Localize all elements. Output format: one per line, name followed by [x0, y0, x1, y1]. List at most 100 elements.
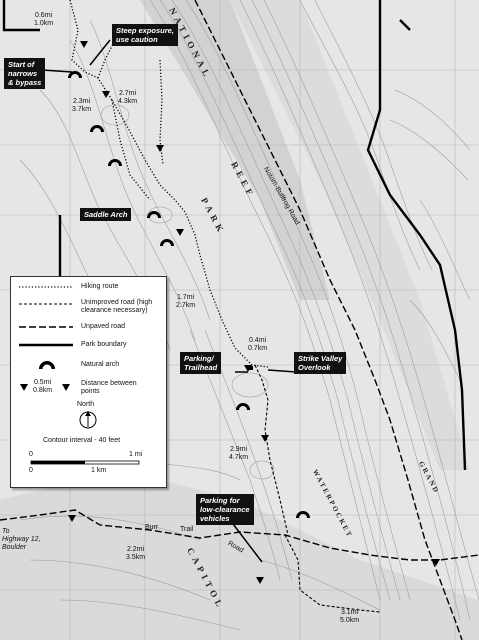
callout-line: Strike Valley — [298, 354, 343, 363]
highway-label: To Highway 12, Boulder — [2, 528, 41, 552]
callout-line: Parking for — [200, 496, 240, 505]
callout-strike-valley-overlook: Strike Valley Overlook — [294, 352, 347, 374]
arch-icon — [90, 125, 104, 132]
distance-label: 2.7mi 4.3km — [118, 90, 137, 106]
distance-label: 0.6mi 1.0km — [34, 12, 53, 28]
callout-line: low-clearance — [200, 505, 250, 514]
distance-label: 1.7mi 2.7km — [176, 294, 195, 310]
legend-label-hiking: Hiking route — [81, 283, 119, 290]
distance-label: 3.1mi 5.0km — [340, 609, 359, 625]
callout-leaders — [41, 39, 297, 563]
callout-line: Trailhead — [184, 363, 218, 372]
callout-parking-trailhead: Parking/ Trailhead — [180, 352, 222, 374]
distance-marker-icon — [80, 41, 88, 48]
scale-bar-fill — [31, 461, 85, 464]
distance-km: 3.5km — [126, 554, 146, 561]
scale-mi-label: 1 mi — [129, 451, 143, 458]
callout-line: Parking/ — [184, 354, 214, 363]
callout-line: Start of — [8, 60, 35, 69]
distance-km: 2.7km — [176, 302, 196, 309]
road-label-trail: Trail — [180, 526, 194, 533]
arch-icon — [236, 403, 250, 410]
callout-line: narrows — [8, 69, 38, 78]
distance-mi: 2.2mi — [126, 546, 145, 553]
distance-mi: 0.6mi — [34, 12, 53, 19]
legend-distance-sample: 0.5mi 0.8km — [33, 379, 52, 395]
legend-label-distance: Distance between points — [81, 380, 137, 395]
highway-label-line: To — [2, 528, 10, 535]
distance-marker-icon — [156, 145, 164, 152]
road-label-burr: Burr — [145, 524, 159, 531]
park-boundary — [2, 0, 467, 471]
highway-label-line: Highway 12, — [2, 536, 41, 543]
distance-label: 2.3mi 3.7km — [72, 98, 91, 114]
legend-distance-km: 0.8km — [33, 387, 53, 394]
scale-zero-km: 0 — [29, 467, 33, 474]
notom-bullfrog-road — [194, 0, 463, 640]
distance-km: 1.0km — [34, 20, 54, 27]
arch-icon — [147, 211, 161, 218]
legend-distance-icon — [20, 384, 28, 391]
legend-distance-mi: 0.5mi — [33, 379, 52, 386]
distance-km: 3.7km — [72, 106, 92, 113]
distance-label: 2.9mi 4.7km — [229, 446, 248, 462]
reef-shading — [140, 0, 330, 300]
callout-line: Saddle Arch — [84, 210, 128, 219]
callout-line: Steep exposure, — [116, 26, 174, 35]
distance-mi: 0.4mi — [248, 337, 267, 344]
callout-line: Overlook — [298, 363, 331, 372]
distance-mi: 1.7mi — [176, 294, 195, 301]
south-shading — [0, 470, 479, 640]
contour-interval-label: Contour interval - 40 feet — [43, 437, 121, 444]
north-label: North — [77, 401, 95, 408]
distance-marker-icon — [102, 91, 110, 98]
distance-marker-icon — [256, 577, 264, 584]
distance-marker-icon — [68, 515, 76, 522]
callout-line: use caution — [116, 35, 158, 44]
legend-label-arch: Natural arch — [81, 361, 120, 368]
hiking-route-main — [69, 0, 269, 368]
arch-icon — [296, 511, 310, 518]
scale-km-label: 1 km — [91, 467, 107, 474]
distance-label: 0.4mi 0.7km — [248, 337, 267, 353]
callout-line: vehicles — [200, 514, 230, 523]
reef-shading-east — [230, 0, 470, 470]
distance-mi: 3.1mi — [340, 609, 359, 616]
natural-arches — [68, 71, 310, 518]
callout-saddle-arch: Saddle Arch — [80, 208, 132, 221]
arch-icon — [68, 71, 82, 78]
legend-symbols — [19, 286, 140, 465]
legend-label-unimproved: Unimproved road (high clearance necessar… — [81, 299, 153, 314]
north-arrow-head — [85, 411, 91, 416]
legend-label-boundary: Park boundary — [81, 341, 127, 348]
legend-label-unpaved: Unpaved road — [81, 323, 125, 330]
callout-line: & bypass — [8, 78, 42, 87]
scale-zero-mi: 0 — [29, 451, 33, 458]
hiking-route-branch — [159, 59, 164, 166]
callout-steep-exposure: Steep exposure, use caution — [112, 24, 178, 46]
distance-km: 4.3km — [118, 98, 138, 105]
distance-marker-icon — [261, 435, 269, 442]
distance-km: 4.7km — [229, 454, 249, 461]
distance-mi: 2.3mi — [72, 98, 91, 105]
distance-mi: 2.9mi — [229, 446, 248, 453]
highway-label-line: Boulder — [2, 544, 27, 551]
map-legend: Hiking route Unimproved road (high clear… — [10, 276, 167, 488]
hiking-route-alt — [111, 99, 151, 201]
unimproved-road-south — [284, 534, 381, 613]
distance-km: 0.7km — [248, 345, 268, 352]
distance-marker-icon — [176, 229, 184, 236]
callout-start-of-narrows: Start of narrows & bypass — [4, 58, 46, 89]
arch-icon — [160, 239, 174, 246]
distance-mi: 2.7mi — [118, 90, 137, 97]
parking-icon — [249, 366, 253, 370]
distance-marker-icon — [432, 559, 440, 566]
legend-distance-icon — [62, 384, 70, 391]
unimproved-road-north — [254, 364, 289, 536]
distance-km: 5.0km — [340, 617, 360, 624]
arch-icon — [108, 159, 122, 166]
callout-parking-low-clearance: Parking for low-clearance vehicles — [196, 494, 254, 525]
distance-label: 2.2mi 3.5km — [126, 546, 145, 562]
